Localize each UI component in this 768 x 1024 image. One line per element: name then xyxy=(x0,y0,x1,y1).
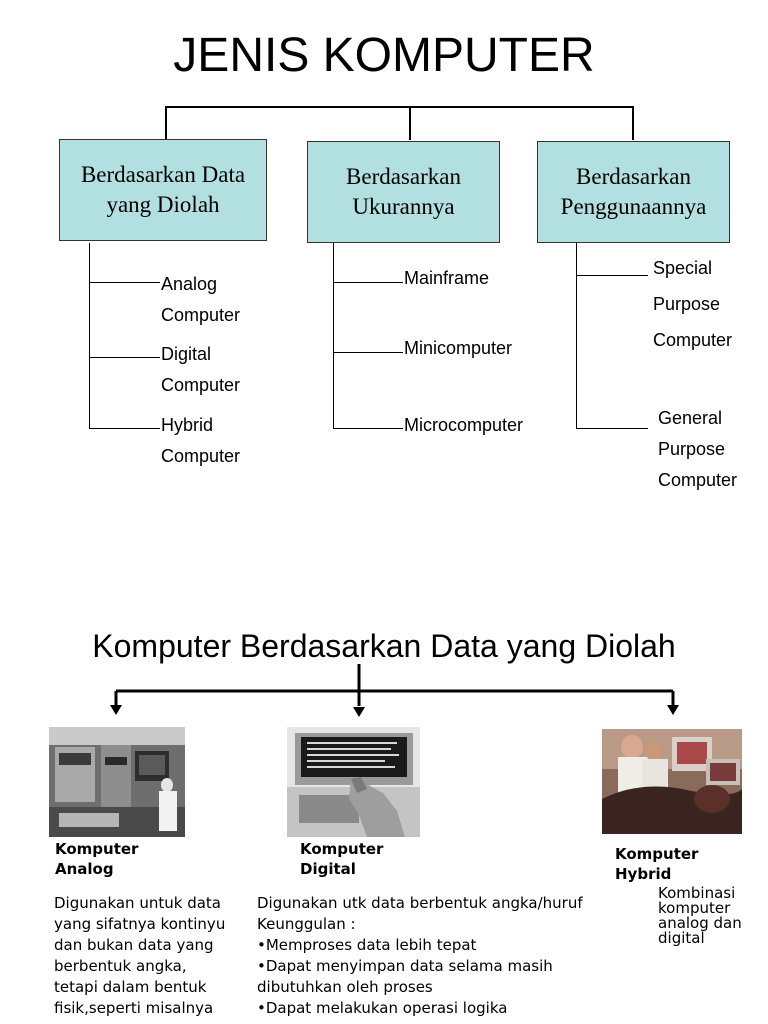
category-label: Berdasarkan xyxy=(576,164,691,189)
category-label: Ukurannya xyxy=(352,194,455,219)
category-label: yang Diolah xyxy=(106,192,220,217)
connector-line xyxy=(165,106,167,140)
page-title: JENIS KOMPUTER xyxy=(173,29,595,82)
category-box-data: Berdasarkan Data yang Diolah xyxy=(59,139,267,241)
list-item-mainframe: Mainframe xyxy=(404,268,490,288)
list-item-minicomputer: Minicomputer xyxy=(404,338,513,358)
description-digital: Digunakan utk data berbentuk angka/huruf… xyxy=(257,894,583,1017)
category-label: Berdasarkan Data xyxy=(80,162,246,187)
branch-line xyxy=(89,357,160,358)
branch-line xyxy=(576,243,577,429)
digital-computer-photo xyxy=(287,727,420,837)
category-label: Penggunaannya xyxy=(560,194,707,219)
hybrid-computer-photo xyxy=(602,729,742,834)
branch-line xyxy=(333,282,403,283)
description-hybrid: Kombinasi komputer analog dan digital xyxy=(658,884,742,947)
category-label: Berdasarkan xyxy=(346,164,461,189)
branch-line xyxy=(576,275,648,276)
arrow-connector xyxy=(110,664,679,717)
branch-line xyxy=(333,352,403,353)
branch-line xyxy=(576,428,648,429)
branch-line xyxy=(89,243,90,429)
branch-line xyxy=(89,282,160,283)
connector-line xyxy=(409,106,411,140)
description-analog: Digunakan untuk data yang sifatnya konti… xyxy=(54,894,226,1017)
connector-line xyxy=(165,106,633,108)
branch-line xyxy=(333,428,403,429)
branch-line xyxy=(333,243,334,429)
list-item-microcomputer: Microcomputer xyxy=(404,415,524,435)
section-title: Komputer Berdasarkan Data yang Diolah xyxy=(92,628,676,664)
branch-line xyxy=(89,428,160,429)
analog-computer-photo xyxy=(49,727,185,837)
connector-line xyxy=(632,106,634,140)
